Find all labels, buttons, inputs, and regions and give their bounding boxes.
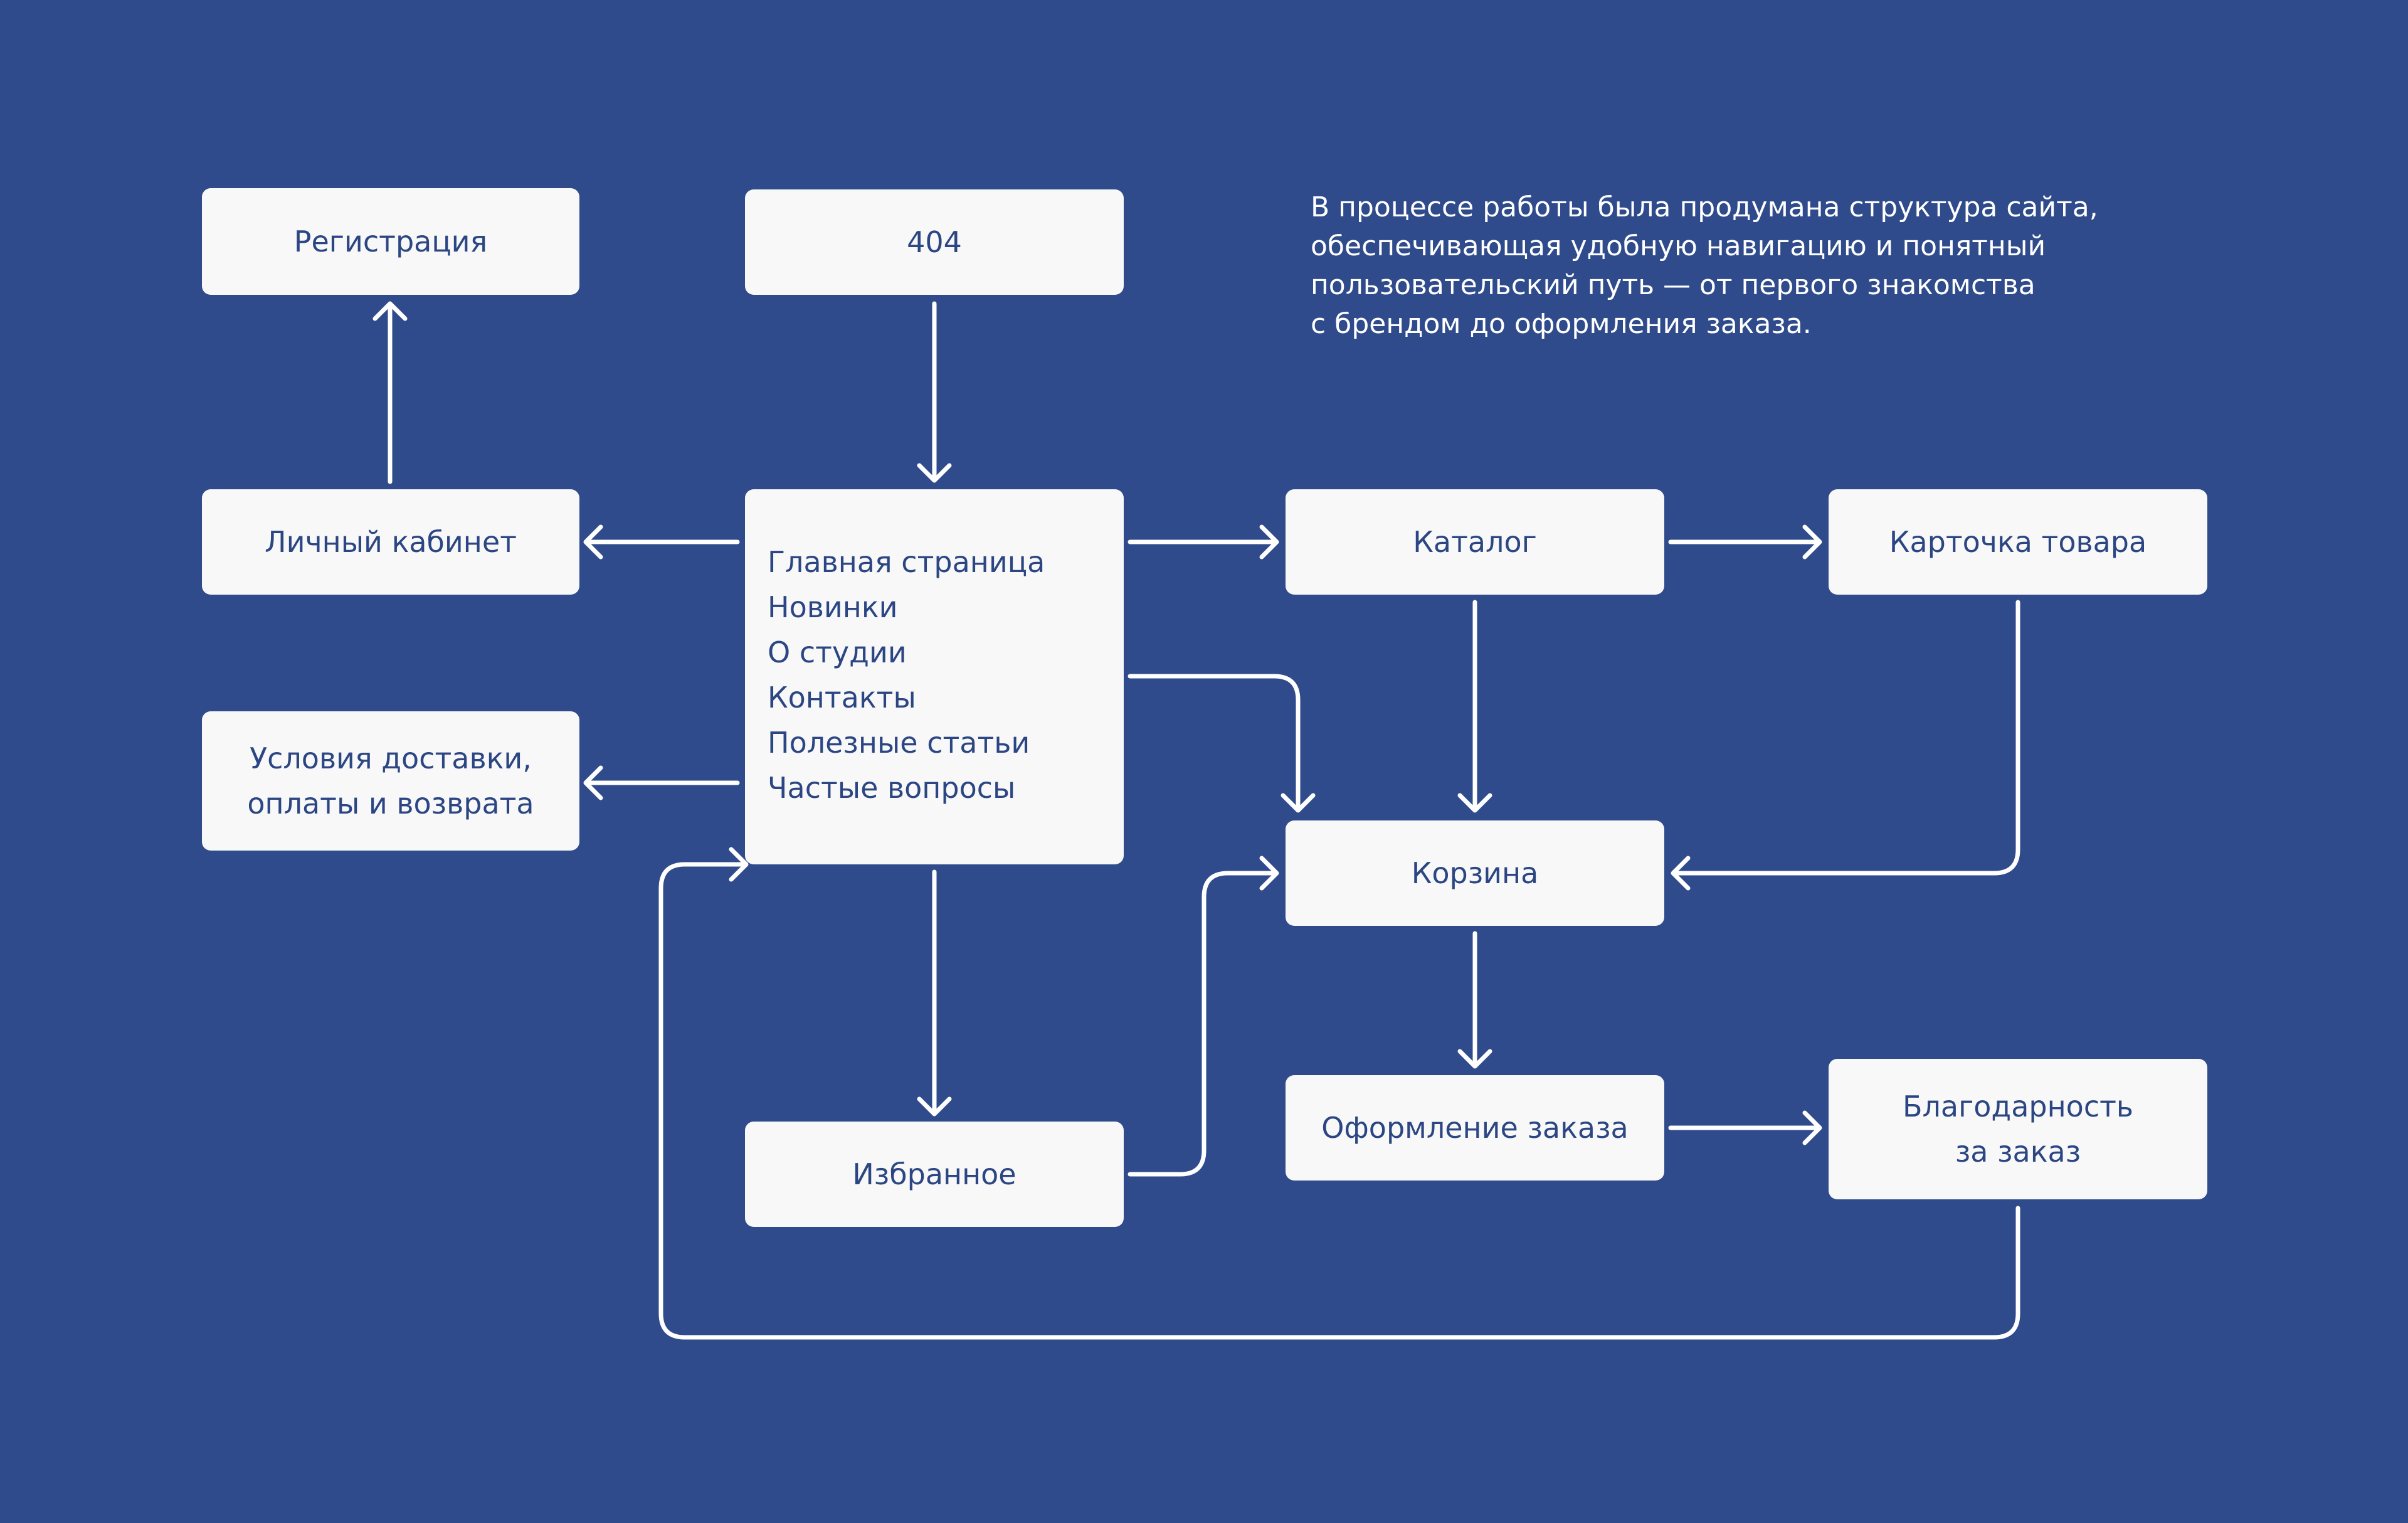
404-node[interactable]: 404	[745, 189, 1124, 295]
delivery-terms-line-1: Условия доставки,	[250, 741, 532, 775]
arrow-thanks-to-main	[658, 847, 2020, 1340]
404-label: 404	[907, 225, 962, 259]
product-card-label: Карточка товара	[1889, 525, 2147, 559]
arrow-404-to-main	[917, 301, 952, 483]
arrow-main-to-catalog	[1127, 524, 1279, 560]
structure-description: В процессе работы была продумана структу…	[1311, 188, 2251, 344]
contacts-item: Контакты	[768, 681, 916, 714]
arrow-catalog-to-product	[1668, 524, 1822, 560]
delivery-terms-node[interactable]: Условия доставки, оплаты и возврата	[202, 711, 579, 851]
product-card-node[interactable]: Карточка товара	[1829, 489, 2207, 595]
main-page-item: Главная страница	[768, 545, 1045, 579]
new-items-item: Новинки	[768, 590, 898, 624]
favorites-node[interactable]: Избранное	[745, 1122, 1124, 1227]
account-label: Личный кабинет	[265, 525, 517, 559]
description-line-1: В процессе работы была продумана структу…	[1311, 191, 2098, 223]
delivery-terms-line-2: оплаты и возврата	[247, 787, 534, 820]
arrow-account-to-registration	[372, 301, 408, 484]
thanks-text: Благодарность за заказ	[1903, 1084, 2133, 1174]
registration-node[interactable]: Регистрация	[202, 188, 579, 295]
arrow-checkout-to-thanks	[1668, 1110, 1822, 1145]
thanks-line-1: Благодарность	[1902, 1090, 2134, 1123]
catalog-node[interactable]: Каталог	[1286, 489, 1664, 595]
description-line-3: пользовательский путь — от первого знако…	[1311, 269, 2036, 301]
favorites-label: Избранное	[852, 1157, 1017, 1191]
about-studio-item: О студии	[768, 635, 907, 669]
arrow-catalog-to-cart	[1457, 600, 1492, 813]
main-pages-list: Главная страница Новинки О студии Контак…	[768, 539, 1045, 810]
arrow-product-to-cart	[1671, 600, 2020, 891]
cart-node[interactable]: Корзина	[1286, 820, 1664, 926]
registration-label: Регистрация	[293, 225, 488, 258]
arrow-main-to-favorites	[917, 869, 952, 1117]
cart-label: Корзина	[1411, 856, 1539, 890]
description-line-4: с брендом до оформления заказа.	[1311, 308, 1812, 340]
thanks-node[interactable]: Благодарность за заказ	[1829, 1059, 2207, 1199]
arrow-main-to-cart	[1127, 674, 1316, 813]
thanks-line-2: за заказ	[1955, 1135, 2081, 1169]
arrow-main-to-account	[583, 524, 740, 560]
arrow-main-to-delivery	[583, 765, 740, 800]
main-pages-node[interactable]: Главная страница Новинки О студии Контак…	[745, 489, 1124, 864]
faq-item: Частые вопросы	[768, 771, 1016, 805]
catalog-label: Каталог	[1413, 525, 1537, 559]
arrow-cart-to-checkout	[1457, 931, 1492, 1069]
description-line-2: обеспечивающая удобную навигацию и понят…	[1311, 230, 2046, 262]
delivery-terms-text: Условия доставки, оплаты и возврата	[247, 736, 534, 826]
arrow-favorites-to-cart	[1127, 856, 1279, 1177]
checkout-node[interactable]: Оформление заказа	[1286, 1075, 1664, 1181]
checkout-label: Оформление заказа	[1321, 1111, 1629, 1145]
account-node[interactable]: Личный кабинет	[202, 489, 579, 595]
useful-articles-item: Полезные статьи	[768, 726, 1030, 760]
